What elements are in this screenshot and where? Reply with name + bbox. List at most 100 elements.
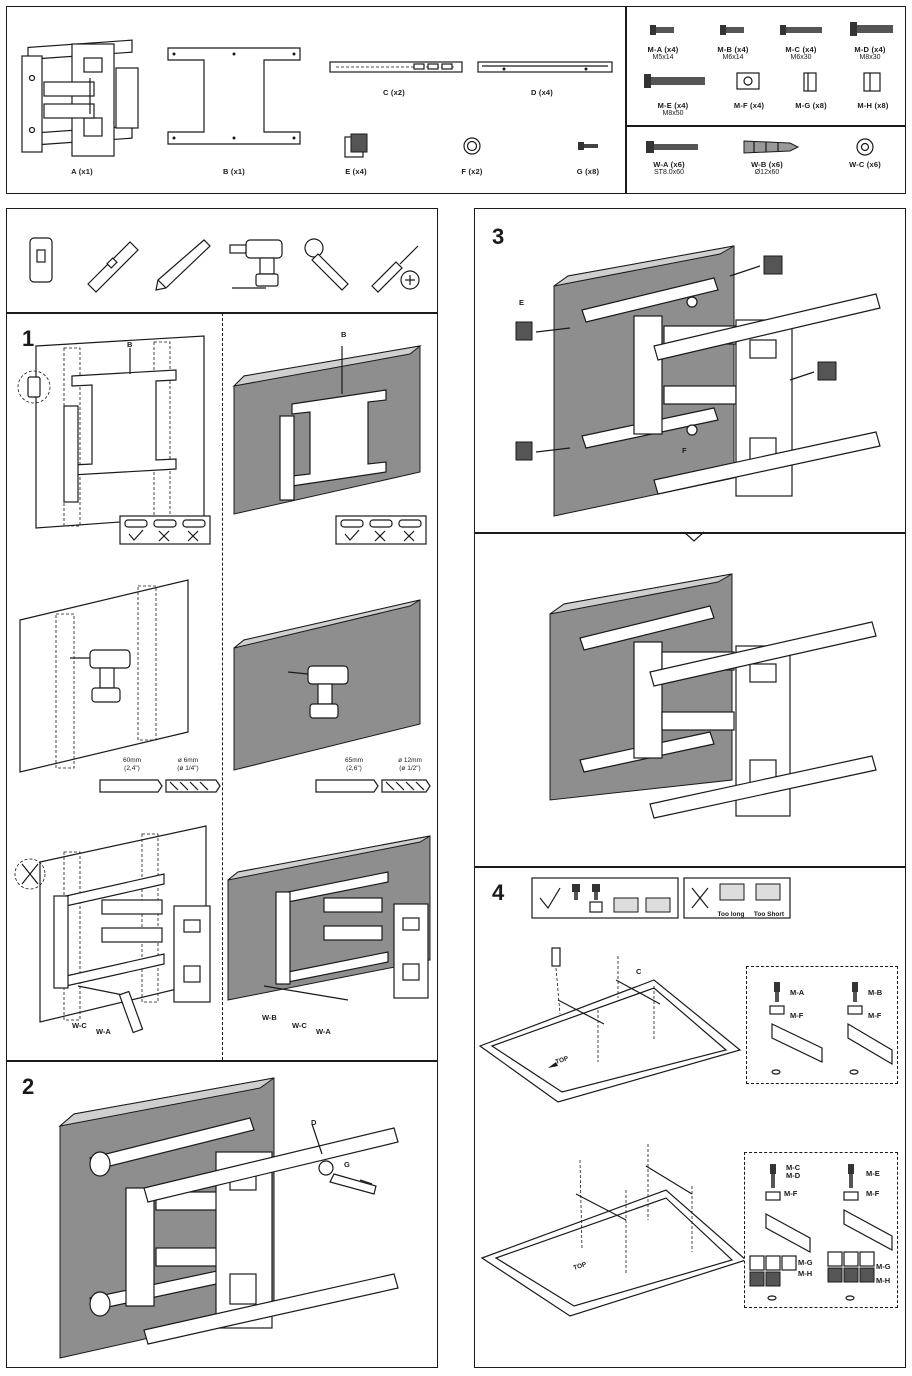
spacer-mh-label: M-H (x8)	[857, 101, 889, 110]
screw-me-size: M8x50	[662, 110, 684, 117]
step1-bit-wood	[99, 779, 221, 793]
pencil-icon	[155, 239, 211, 291]
part-g-drawing	[578, 142, 598, 150]
wood-bit-in: (ø 1/4")	[177, 765, 199, 772]
screw-mc-size: M6x30	[790, 54, 812, 61]
concrete-bit: ø 12mm	[398, 757, 422, 764]
detail-mh-label-1: M-H	[798, 1269, 813, 1278]
stud-check-good-icon-2	[335, 515, 427, 545]
step4-detail-large-art	[749, 1164, 893, 1301]
step1-template-b-label-right: B	[341, 330, 347, 339]
detail-mc-label: M-C	[786, 1163, 801, 1172]
screw-mc-icon	[780, 25, 822, 35]
part-b-drawing	[167, 47, 301, 145]
washer-wc-icon	[856, 138, 874, 156]
step1-wa-label-left: W-A	[96, 1027, 111, 1036]
detail-mf-label-3: M-F	[784, 1189, 798, 1198]
part-d-drawing	[477, 61, 613, 73]
screw-mc-label: M-C (x4)	[785, 45, 817, 54]
step2-d-label: D	[311, 1118, 317, 1127]
screw-md-size: M8x30	[859, 54, 881, 61]
step3-f-label: F	[682, 446, 687, 455]
step4-tv-flat-spacers	[480, 1144, 748, 1317]
detail-ma-label: M-A	[790, 988, 805, 997]
detail-me-label: M-E	[866, 1169, 880, 1178]
part-c-label: C (x2)	[382, 88, 406, 97]
step3-e-label: E	[519, 298, 525, 307]
stud-finder-icon	[29, 237, 53, 283]
anchor-wb-size: Ø12x60	[754, 169, 780, 176]
step4-divider	[474, 866, 906, 868]
screw-md-icon	[850, 22, 893, 36]
step4-correct-length-icon	[531, 877, 679, 919]
tools-divider	[6, 312, 438, 314]
part-g-label: G (x8)	[576, 167, 600, 176]
step-2-number: 2	[22, 1074, 35, 1099]
step2-attach-rails	[58, 1077, 399, 1359]
anchor-wb-label: W-B (x6)	[751, 160, 783, 169]
concrete-depth-in: (2,6")	[346, 765, 362, 772]
step2-divider	[6, 1060, 438, 1062]
step1-wc-label-left: W-C	[72, 1021, 87, 1030]
step-4-number: 4	[492, 880, 505, 905]
detail-mf-label-2: M-F	[868, 1011, 882, 1020]
step1-wc-label-right: W-C	[292, 1021, 307, 1030]
lag-bolt-wa-label: W-A (x6)	[653, 160, 685, 169]
detail-mb-label: M-B	[868, 988, 883, 997]
part-a-label: A (x1)	[71, 167, 93, 176]
step1-center-divider	[222, 313, 223, 1060]
step1-drill-wood	[19, 579, 189, 773]
step1-mount-wood	[14, 825, 211, 1034]
parts-panel	[6, 6, 906, 194]
step3-assembled-mount	[549, 573, 877, 819]
detail-mf-label-4: M-F	[866, 1189, 880, 1198]
drill-icon	[229, 239, 283, 289]
screw-mb-icon	[720, 25, 744, 35]
spacer-mh-icon	[863, 72, 881, 92]
step1-wood-wall-template	[35, 335, 205, 529]
part-b-label: B (x1)	[222, 167, 246, 176]
level-icon	[87, 241, 139, 293]
screw-me-label: M-E (x4)	[657, 101, 689, 110]
step-1-number: 1	[22, 326, 35, 351]
step3-inner-divider-notch	[683, 531, 705, 542]
wood-bit: ø 6mm	[177, 757, 199, 764]
too-long-label: Too long	[717, 911, 745, 918]
concrete-bit-in: (ø 1/2")	[399, 765, 421, 772]
screw-md-label: M-D (x4)	[854, 45, 886, 54]
part-e-drawing	[344, 133, 368, 158]
step1-wa-label-right: W-A	[316, 1027, 331, 1036]
step4-c-label: C	[636, 967, 642, 976]
screw-ma-icon	[650, 25, 674, 35]
part-f-drawing	[463, 137, 481, 155]
detail-mf-label-1: M-F	[790, 1011, 804, 1020]
step1-drill-concrete	[233, 599, 421, 771]
detail-mh-label-2: M-H	[876, 1276, 891, 1285]
screw-mb-size: M6x14	[722, 54, 744, 61]
screw-ma-size: M5x14	[652, 54, 674, 61]
step4-detail-small-art	[769, 982, 893, 1075]
parts-divider	[625, 6, 627, 194]
step4-detail-small	[746, 966, 898, 1084]
concrete-depth: 65mm	[344, 757, 364, 764]
part-e-label: E (x4)	[345, 167, 367, 176]
step1-template-b-label-left: B	[127, 340, 133, 349]
spacer-mf-label: M-F (x4)	[733, 101, 765, 110]
stud-check-good-icon	[119, 515, 211, 545]
lag-bolt-wa-size: ST8.0x60	[654, 169, 684, 176]
detail-mg-label-1: M-G	[798, 1258, 813, 1267]
step3-caps-and-washers	[515, 245, 881, 517]
lag-bolt-wa-icon	[646, 141, 698, 153]
screwdriver-icon	[371, 245, 420, 293]
step1-mount-concrete	[227, 835, 431, 1001]
part-a-drawing	[21, 39, 139, 157]
anchor-wb-icon	[743, 140, 800, 154]
washer-wc-label: W-C (x6)	[849, 160, 881, 169]
wood-depth: 60mm	[122, 757, 142, 764]
step4-tv-flat-screws	[478, 947, 742, 1103]
stud-finder-callout-icon	[17, 370, 51, 404]
socket-wrench-icon	[304, 238, 349, 291]
screw-ma-label: M-A (x4)	[647, 45, 679, 54]
step1-concrete-wall-template	[232, 345, 422, 515]
spacer-mg-icon	[803, 72, 817, 92]
